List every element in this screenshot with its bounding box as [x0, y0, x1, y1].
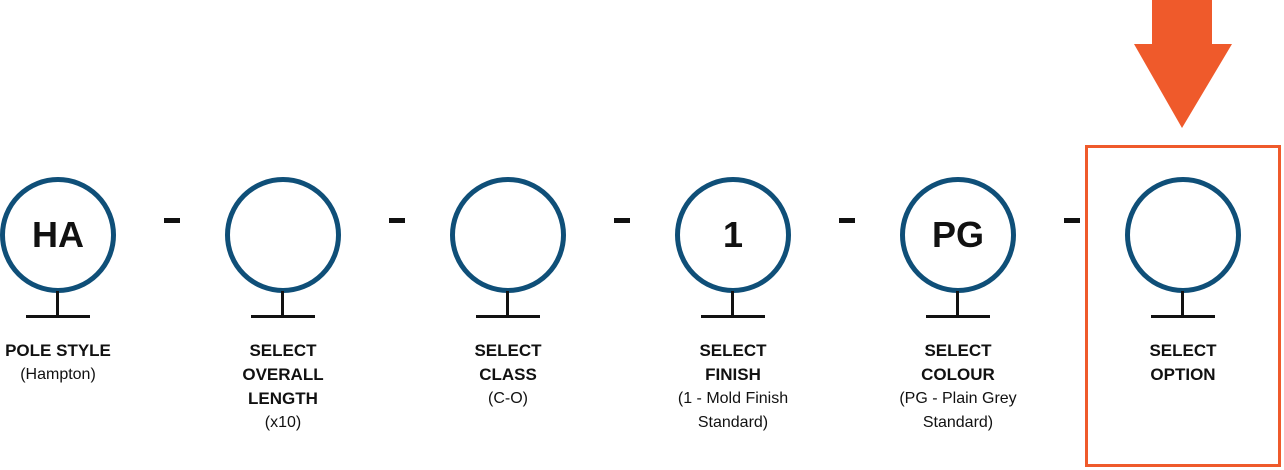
- circle-stem: [956, 291, 959, 318]
- separator-dash: [614, 218, 630, 223]
- circle-base: [926, 315, 990, 318]
- step-title-line: SELECT: [1149, 341, 1217, 360]
- circle-stem: [1181, 291, 1184, 318]
- step-title-line: FINISH: [705, 365, 761, 384]
- separator-dash: [389, 218, 405, 223]
- circle-base: [476, 315, 540, 318]
- circle-base: [701, 315, 765, 318]
- circle-stem: [56, 291, 59, 318]
- step-value-circle: PG: [900, 177, 1016, 293]
- step-finish: 1 SELECT FINISH (1 - Mold Finish Standar…: [633, 0, 833, 470]
- step-title-line: SELECT: [924, 341, 992, 360]
- step-pole-style: HA POLE STYLE (Hampton): [0, 0, 158, 470]
- circle-stem: [731, 291, 734, 318]
- step-subtitle: (x10): [183, 411, 383, 435]
- step-value-circle: 1: [675, 177, 791, 293]
- step-title-line: LENGTH: [248, 389, 318, 408]
- step-option: SELECT OPTION: [1083, 0, 1283, 470]
- separator-dash: [1064, 218, 1080, 223]
- step-title: SELECT COLOUR: [858, 339, 1058, 387]
- step-title: SELECT FINISH: [633, 339, 833, 387]
- circle-base: [26, 315, 90, 318]
- highlight-box: [1085, 145, 1281, 467]
- step-class: SELECT CLASS (C-O): [408, 0, 608, 470]
- step-subtitle: (Hampton): [0, 363, 158, 387]
- circle-base: [251, 315, 315, 318]
- step-title-line: SELECT: [699, 341, 767, 360]
- step-title-line: COLOUR: [921, 365, 995, 384]
- step-title-line: SELECT: [249, 341, 317, 360]
- step-subtitle-line: (Hampton): [20, 366, 96, 383]
- step-title: SELECT OPTION: [1083, 339, 1283, 387]
- step-title-line: POLE STYLE: [5, 341, 111, 360]
- step-title: SELECT CLASS: [408, 339, 608, 387]
- step-title-line: SELECT: [474, 341, 542, 360]
- step-subtitle-line: (C-O): [488, 390, 528, 407]
- circle-stem: [281, 291, 284, 318]
- step-colour: PG SELECT COLOUR (PG - Plain Grey Standa…: [858, 0, 1058, 470]
- step-subtitle-line: (PG - Plain Grey: [899, 390, 1017, 407]
- step-subtitle-line: (1 - Mold Finish: [677, 390, 789, 407]
- step-subtitle: (C-O): [408, 387, 608, 411]
- step-subtitle-line: Standard): [697, 414, 769, 431]
- step-subtitle: (1 - Mold Finish Standard): [633, 387, 833, 435]
- step-subtitle: (PG - Plain Grey Standard): [858, 387, 1058, 435]
- step-title-line: OVERALL: [242, 365, 324, 384]
- step-value-circle: HA: [0, 177, 116, 293]
- step-title: POLE STYLE: [0, 339, 158, 363]
- arrow-down-icon: [1134, 0, 1232, 128]
- step-value-circle: [450, 177, 566, 293]
- circle-base: [1151, 315, 1215, 318]
- step-subtitle-line: Standard): [922, 414, 994, 431]
- step-title-line: OPTION: [1150, 365, 1216, 384]
- circle-stem: [506, 291, 509, 318]
- step-title-line: CLASS: [479, 365, 537, 384]
- step-overall-length: SELECT OVERALL LENGTH (x10): [183, 0, 383, 470]
- step-value-circle: [225, 177, 341, 293]
- step-value-circle: [1125, 177, 1241, 293]
- step-subtitle-line: (x10): [264, 414, 302, 431]
- separator-dash: [164, 218, 180, 223]
- separator-dash: [839, 218, 855, 223]
- step-title: SELECT OVERALL LENGTH: [183, 339, 383, 411]
